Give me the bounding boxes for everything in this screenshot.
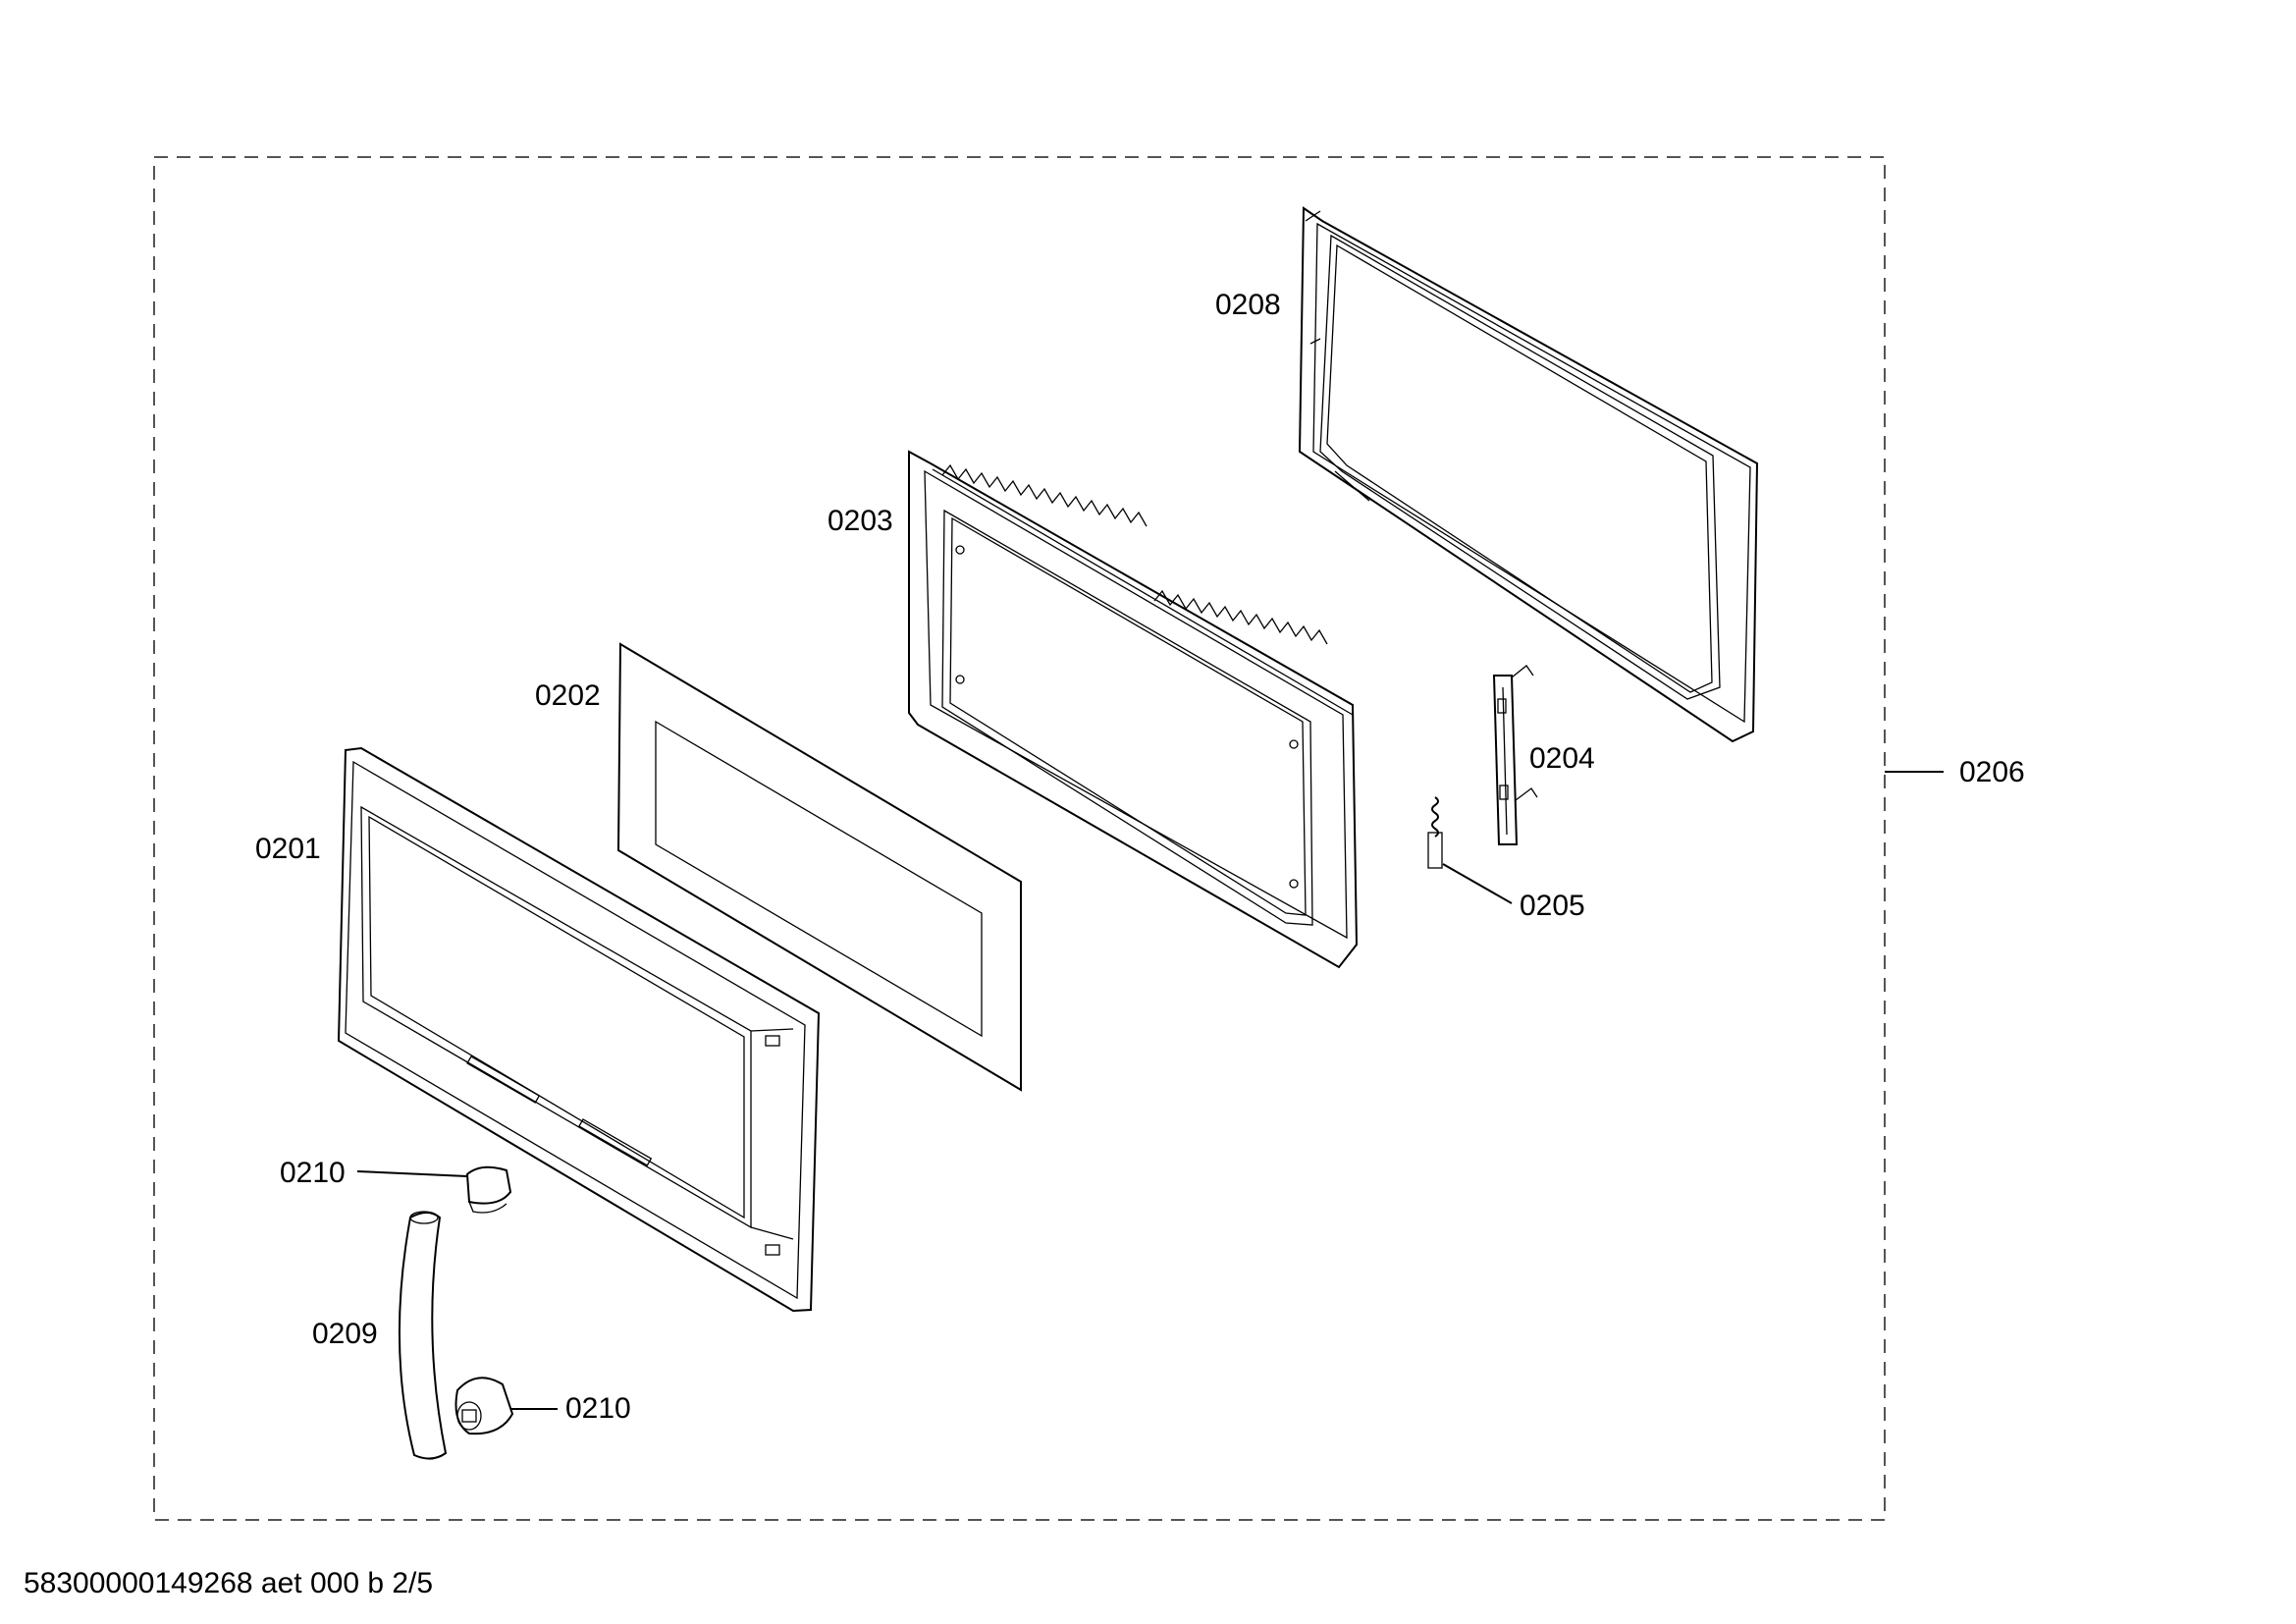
label-0201: 0201 bbox=[255, 833, 321, 865]
assembly-boundary bbox=[153, 156, 1886, 1521]
drawing-reference-code: 58300000149268 aet 000 b 2/5 bbox=[24, 1567, 434, 1599]
label-0203: 0203 bbox=[828, 505, 893, 537]
frame-teeth bbox=[941, 463, 1328, 645]
part-0202-glass bbox=[616, 642, 1022, 1092]
part-0210-end-cap-top bbox=[465, 1165, 512, 1214]
part-0208-frame bbox=[1298, 206, 1759, 743]
label-0208: 0208 bbox=[1215, 289, 1281, 321]
part-0203-inner-frame bbox=[908, 450, 1359, 969]
part-0201-outer-door bbox=[337, 746, 821, 1313]
label-0202: 0202 bbox=[535, 679, 601, 712]
label-0210-bottom: 0210 bbox=[565, 1392, 631, 1425]
label-0210-top: 0210 bbox=[280, 1157, 346, 1189]
label-0209: 0209 bbox=[312, 1318, 378, 1350]
label-0204: 0204 bbox=[1529, 742, 1595, 775]
label-0205: 0205 bbox=[1520, 890, 1585, 922]
part-0210-end-cap-bottom bbox=[454, 1377, 514, 1435]
part-0209-handle bbox=[398, 1211, 448, 1460]
leader-0210-top bbox=[356, 1170, 468, 1177]
leader-0205 bbox=[1442, 863, 1513, 904]
label-0206: 0206 bbox=[1959, 756, 2025, 788]
part-0205-spring bbox=[1427, 796, 1443, 869]
part-0204-latch bbox=[1492, 665, 1538, 845]
